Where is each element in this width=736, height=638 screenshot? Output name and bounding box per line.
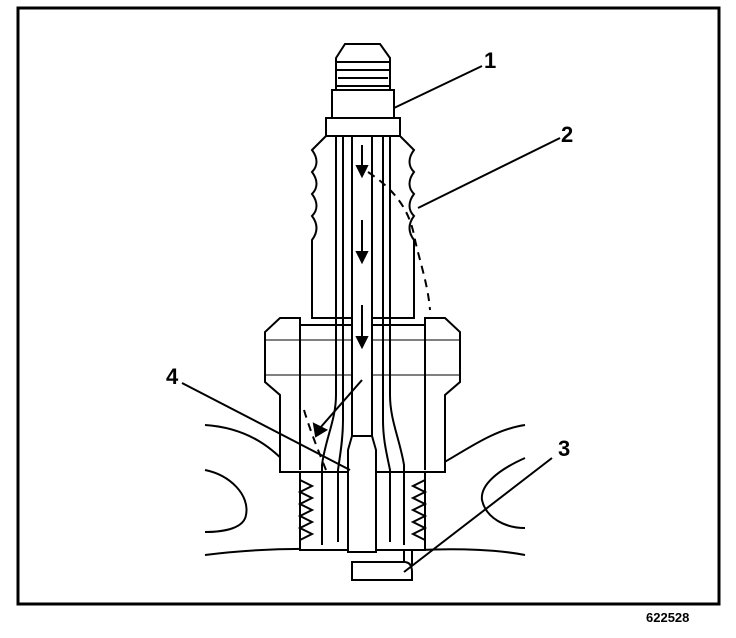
current-flow-arrows (312, 145, 369, 438)
callout-4: 4 (166, 364, 179, 389)
terminal-nut (325, 43, 401, 137)
diagram-border (16, 6, 721, 606)
heat-path-dashed (367, 171, 431, 311)
callout-3: 3 (558, 436, 571, 461)
figure-id: 622528 (646, 610, 690, 625)
callout-1: 1 (484, 48, 497, 73)
callout-2: 2 (561, 122, 574, 147)
heat-path-dashed-lower (303, 409, 327, 471)
ground-electrode (351, 550, 413, 581)
inner-insulator (321, 136, 405, 545)
center-electrode (347, 135, 377, 553)
leader-lines (181, 65, 561, 573)
